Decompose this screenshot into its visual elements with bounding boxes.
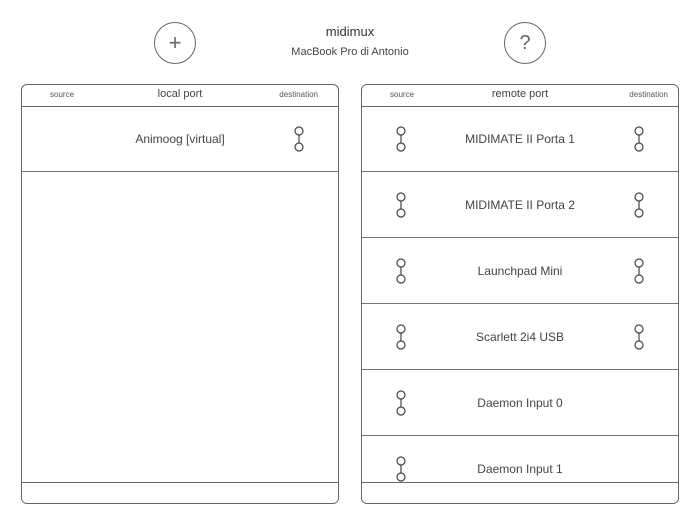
destination-connector-icon[interactable] — [633, 258, 645, 286]
source-column-label: source — [390, 90, 415, 99]
port-row: MIDIMATE II Porta 2 — [362, 172, 678, 238]
port-name: Scarlett 2i4 USB — [475, 330, 565, 344]
port-name: MIDIMATE II Porta 2 — [465, 198, 575, 212]
remote-port-panel: source remote port destination MIDIMATE … — [361, 84, 679, 504]
destination-connector-icon[interactable] — [633, 324, 645, 352]
local-panel-footer — [22, 482, 338, 503]
destination-connector-icon[interactable] — [633, 192, 645, 220]
port-row: MIDIMATE II Porta 1 — [362, 106, 678, 172]
source-connector-icon[interactable] — [395, 456, 407, 484]
app-title: midimux — [325, 24, 375, 39]
port-name: MIDIMATE II Porta 1 — [465, 132, 575, 146]
port-row: Daemon Input 1 — [362, 436, 678, 484]
question-mark-icon: ? — [519, 31, 531, 54]
port-row: Launchpad Mini — [362, 238, 678, 304]
remote-panel-footer — [362, 482, 678, 503]
source-connector-icon[interactable] — [395, 258, 407, 286]
local-panel-header: source local port destination — [22, 85, 338, 107]
source-connector-icon[interactable] — [395, 192, 407, 220]
local-port-panel: source local port destination Animoog [v… — [21, 84, 339, 504]
app-header: + midimux MacBook Pro di Antonio ? — [0, 0, 700, 80]
destination-column-label: destination — [279, 90, 318, 99]
destination-connector-icon[interactable] — [293, 126, 305, 154]
help-button[interactable]: ? — [504, 22, 546, 64]
port-row: Animoog [virtual] — [22, 106, 338, 172]
source-connector-icon[interactable] — [395, 390, 407, 418]
port-name: Launchpad Mini — [477, 264, 563, 278]
port-row: Scarlett 2i4 USB — [362, 304, 678, 370]
remote-panel-header: source remote port destination — [362, 85, 678, 107]
source-column-label: source — [50, 90, 75, 99]
plus-icon: + — [168, 30, 182, 55]
remote-panel-title: remote port — [491, 88, 549, 100]
port-name: Animoog [virtual] — [135, 132, 225, 146]
port-row: Daemon Input 0 — [362, 370, 678, 436]
port-name: Daemon Input 1 — [477, 462, 563, 476]
port-name: Daemon Input 0 — [477, 396, 563, 410]
local-panel-title: local port — [157, 88, 203, 100]
add-port-button[interactable]: + — [154, 22, 196, 64]
source-connector-icon[interactable] — [395, 126, 407, 154]
destination-connector-icon[interactable] — [633, 126, 645, 154]
host-name: MacBook Pro di Antonio — [291, 46, 409, 58]
remote-port-list: MIDIMATE II Porta 1 MIDIMATE II Porta 2 La… — [362, 106, 678, 484]
source-connector-icon[interactable] — [395, 324, 407, 352]
destination-column-label: destination — [629, 90, 668, 99]
local-port-list: Animoog [virtual] — [22, 106, 338, 484]
